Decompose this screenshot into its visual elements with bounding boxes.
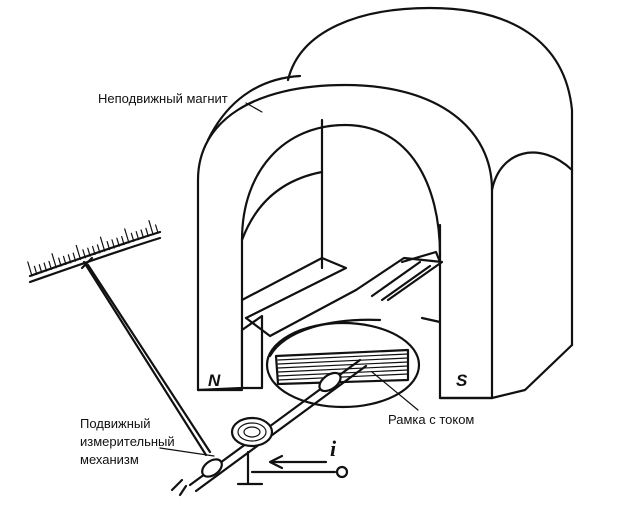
scale-tick xyxy=(48,260,52,270)
scale-tick xyxy=(72,252,77,262)
scale-tick xyxy=(130,232,135,242)
mechanism-label-line1: Подвижный xyxy=(80,416,151,431)
permanent-magnet xyxy=(196,6,574,400)
scale-tick xyxy=(96,244,101,254)
scale-tick xyxy=(121,235,125,246)
mechanism-label-line3: механизм xyxy=(80,452,139,467)
moving-mechanism xyxy=(80,256,368,497)
scale-tick xyxy=(116,237,120,247)
scale-tick xyxy=(82,249,86,259)
scale-tick xyxy=(140,229,145,239)
scale-ticks xyxy=(27,220,159,277)
scale-tick xyxy=(155,224,159,234)
coil-label: Рамка с током xyxy=(388,412,474,427)
scale-tick xyxy=(51,253,57,269)
spiral-spring xyxy=(230,416,274,448)
scale-tick xyxy=(148,220,154,236)
scale-tick xyxy=(111,239,115,249)
scale-tick xyxy=(27,261,33,277)
coil-leader xyxy=(371,371,419,411)
scale-tick xyxy=(91,245,96,256)
scale-tick xyxy=(135,231,140,241)
scale-tick xyxy=(62,255,67,266)
scale-tick xyxy=(124,228,130,244)
scale xyxy=(27,220,162,284)
scale-tick xyxy=(87,247,91,257)
scale-tick xyxy=(38,264,43,274)
magnet-label: Неподвижный магнит xyxy=(98,91,228,106)
south-pole-label: S xyxy=(456,371,468,390)
north-pole-label: N xyxy=(208,371,221,390)
scale-tick xyxy=(43,262,48,272)
scale-tick xyxy=(67,254,72,264)
scale-tick xyxy=(99,236,106,252)
scale-tick xyxy=(33,265,38,275)
mechanism-leader xyxy=(159,447,215,457)
scale-tick xyxy=(106,240,111,251)
current-coil xyxy=(274,256,444,386)
current-label: i xyxy=(330,436,337,461)
mechanism-label-line2: измерительный xyxy=(80,434,175,449)
scale-tick xyxy=(58,257,62,267)
scale-tick xyxy=(145,227,149,237)
scale-tick xyxy=(75,244,82,261)
magnet-leader xyxy=(245,102,263,113)
